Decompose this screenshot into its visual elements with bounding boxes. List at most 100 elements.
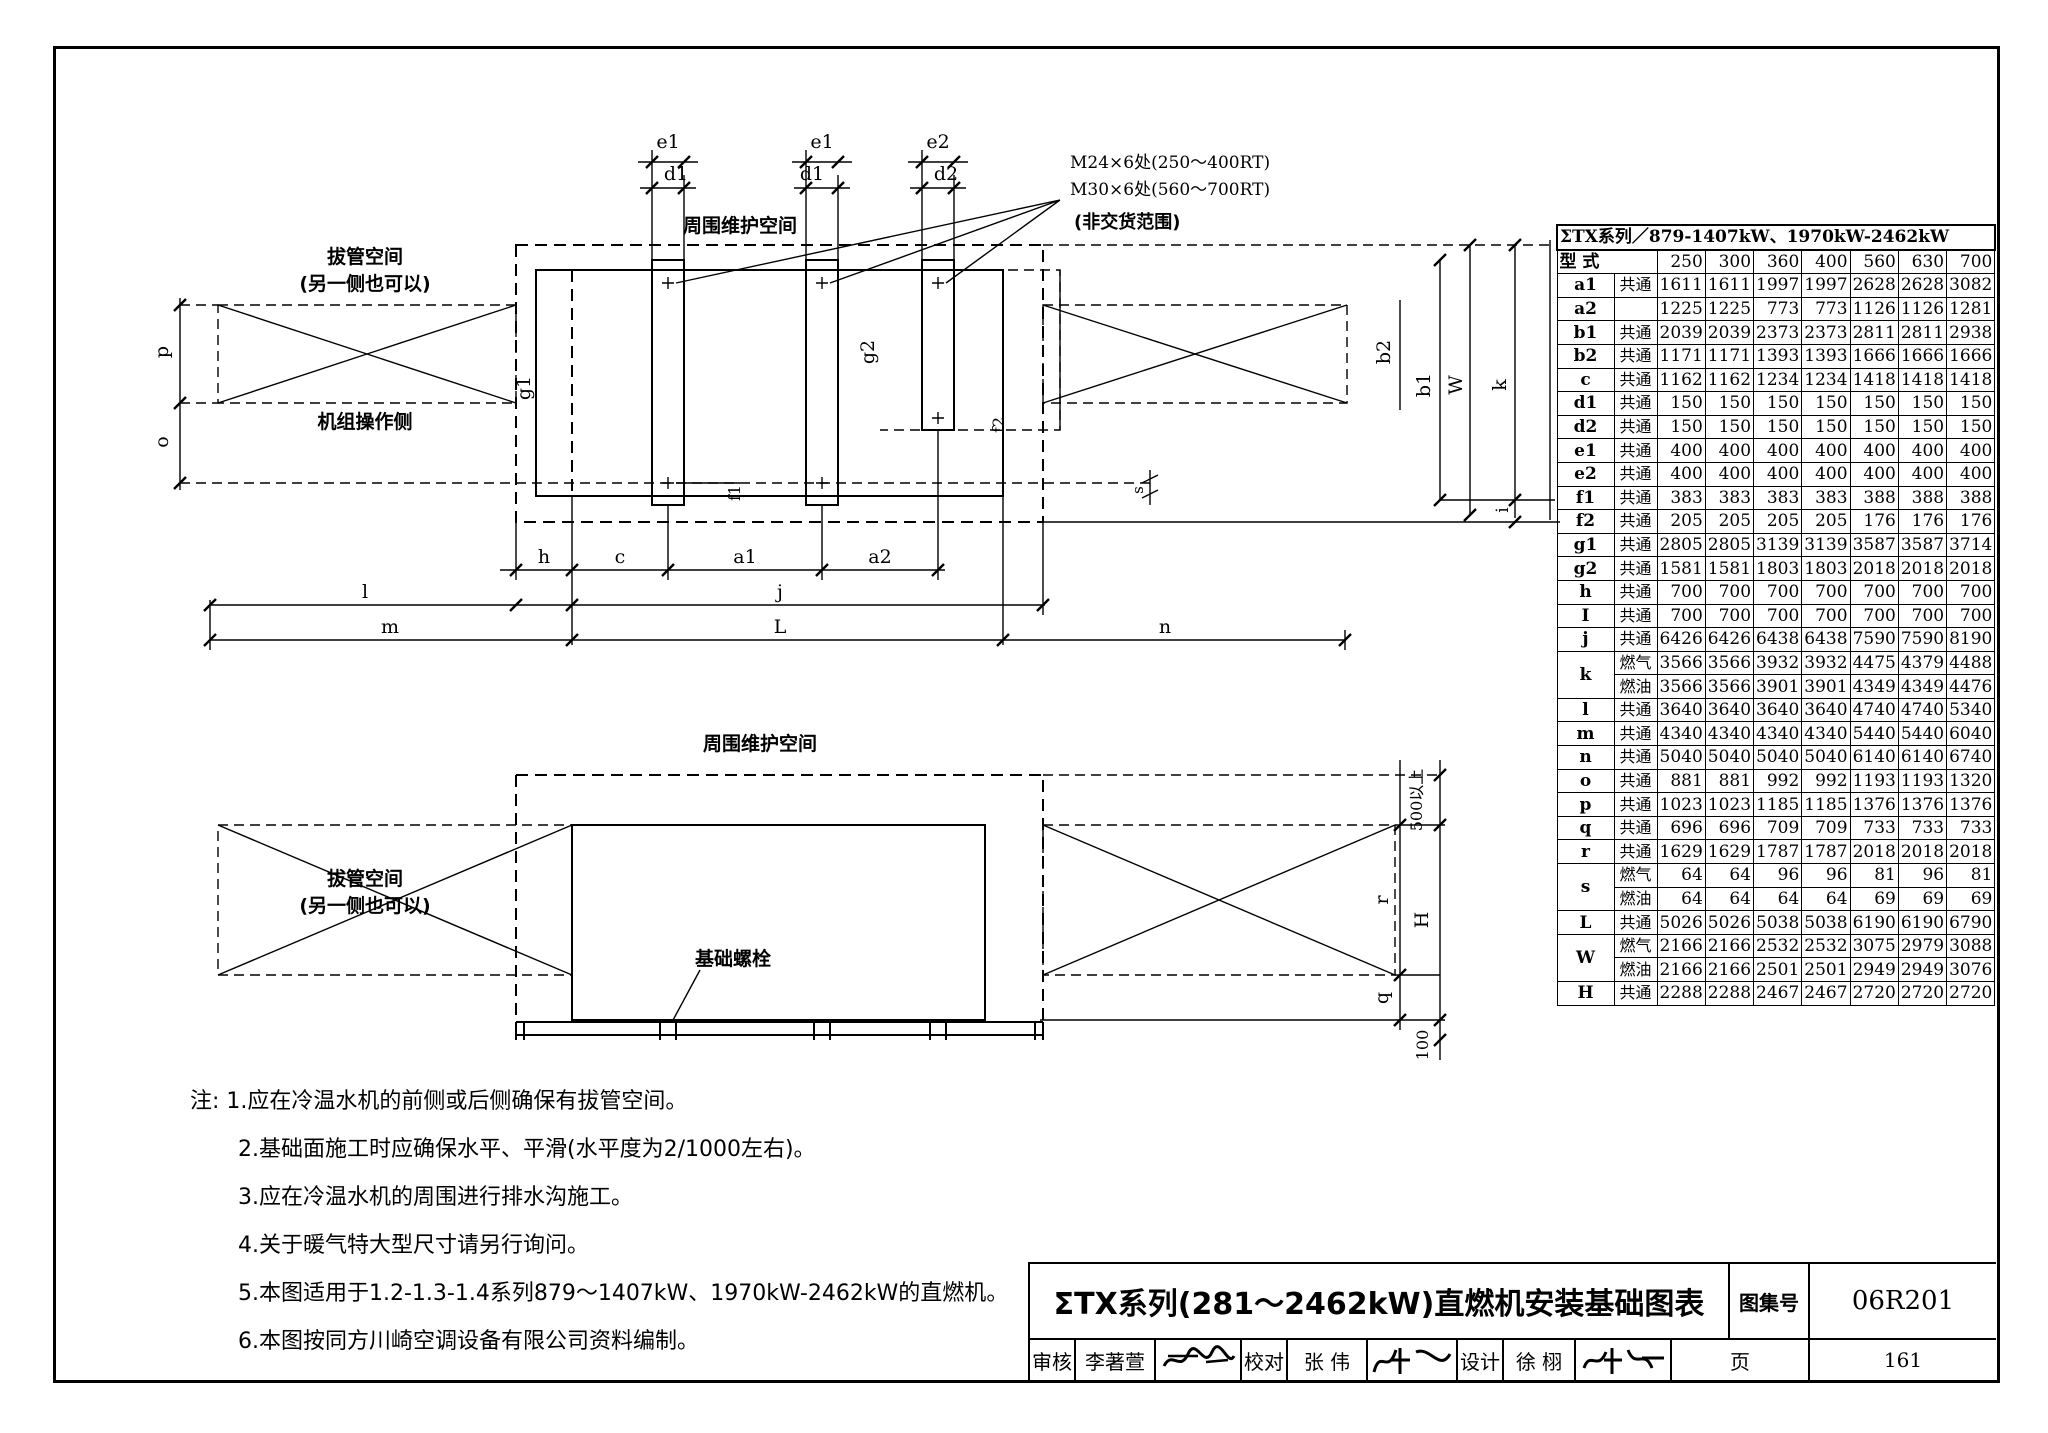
spec-value: 400 (1753, 438, 1803, 463)
spec-value: 4340 (1704, 721, 1755, 747)
note-5: 5.本图适用于1.2-1.3-1.4系列879～1407kW、1970kW-24… (238, 1281, 1009, 1306)
spec-value: 1418 (1849, 367, 1899, 393)
spec-value: 1666 (1897, 343, 1948, 369)
spec-type: 共通 (1613, 343, 1658, 369)
spec-value: 150 (1656, 391, 1706, 416)
spec-symbol: b2 (1556, 343, 1615, 369)
spec-value: 5040 (1704, 745, 1755, 770)
spec-type: 共通 (1613, 768, 1658, 794)
spec-value: 4488 (1946, 650, 1996, 676)
spec-value: 3566 (1656, 674, 1706, 699)
spec-value: 1787 (1801, 839, 1851, 865)
spec-value: 700 (1801, 579, 1851, 605)
spec-value: 1997 (1801, 273, 1851, 298)
top-dims (638, 150, 968, 260)
spec-value: 3566 (1656, 650, 1706, 676)
spec-value: 6040 (1946, 721, 1996, 747)
spec-value: 3075 (1849, 933, 1899, 959)
spec-value: 2628 (1849, 273, 1899, 298)
spec-value: 383 (1753, 485, 1803, 511)
spec-value: 733 (1946, 815, 1996, 841)
spec-value: 1666 (1946, 343, 1996, 369)
checker-name: 张 伟 (1288, 1340, 1368, 1380)
spec-value: 2018 (1849, 839, 1899, 865)
dim-H: H (1411, 912, 1433, 929)
spec-value: 1376 (1897, 792, 1948, 817)
spec-symbol: f2 (1556, 509, 1615, 534)
spec-value: 3587 (1897, 532, 1948, 558)
spec-value: 1666 (1849, 343, 1899, 369)
spec-type: 燃气 (1613, 863, 1658, 888)
design-label: 设计 (1458, 1340, 1504, 1380)
spec-value: 176 (1946, 509, 1996, 534)
spec-value: 1611 (1656, 273, 1706, 298)
spec-type: 共通 (1613, 367, 1658, 393)
spec-value: 6790 (1946, 910, 1996, 935)
spec-value: 3082 (1946, 273, 1996, 298)
spec-value: 150 (1801, 391, 1851, 416)
spec-value: 700 (1897, 579, 1948, 605)
dim-L: L (774, 616, 787, 638)
spec-value: 64 (1656, 863, 1706, 888)
dim-s: s (1129, 486, 1147, 494)
spec-value: 1611 (1704, 273, 1755, 298)
spec-value: 400 (1801, 438, 1851, 463)
spec-value: 6190 (1897, 910, 1948, 935)
spec-value: 992 (1801, 768, 1851, 794)
dim-f1: f1 (725, 485, 744, 501)
spec-value: 2949 (1897, 957, 1948, 982)
spec-model-560: 560 (1849, 249, 1899, 275)
spec-type: 共通 (1613, 839, 1658, 865)
spec-symbol: H (1556, 981, 1615, 1006)
spec-value: 81 (1849, 863, 1899, 888)
spec-value: 1376 (1946, 792, 1996, 817)
spec-value: 3932 (1753, 650, 1803, 676)
dim-500: 500以上 (1407, 769, 1426, 832)
dim-e1b: e1 (810, 131, 833, 153)
bolt-note-1: M24×6处(250～400RT) (1070, 153, 1270, 173)
spec-value: 383 (1704, 485, 1755, 511)
checker-signature (1368, 1340, 1458, 1380)
spec-value: 150 (1801, 414, 1851, 440)
spec-value: 2720 (1897, 981, 1948, 1006)
spec-value: 150 (1753, 414, 1803, 440)
spec-value: 400 (1897, 461, 1948, 487)
spec-value: 3932 (1801, 650, 1851, 676)
spec-value: 773 (1801, 296, 1851, 322)
elev-base (516, 1021, 1043, 1036)
spec-table-body: ΣTX系列／879-1407kW、1970kW-2462kW 型 式 250 3… (1556, 224, 1996, 1006)
spec-value: 400 (1656, 461, 1706, 487)
spec-symbol: d1 (1556, 391, 1615, 416)
elevation-labels: 周围维护空间 拔管空间 (另一侧也可以) 基础螺栓 500以上 r H q 10… (299, 732, 1433, 1060)
spec-value: 4740 (1897, 697, 1948, 723)
spec-value: 2166 (1656, 957, 1706, 982)
spec-value: 6740 (1946, 745, 1996, 770)
spec-model-400: 400 (1801, 249, 1851, 275)
spec-value: 5026 (1656, 910, 1706, 935)
spec-table: ΣTX系列／879-1407kW、1970kW-2462kW 型 式 250 3… (1556, 224, 1996, 1006)
spec-type: 共通 (1613, 579, 1658, 605)
spec-value: 96 (1897, 863, 1948, 888)
spec-value: 150 (1753, 391, 1803, 416)
dim-d2: d2 (934, 163, 958, 185)
spec-type: 共通 (1613, 981, 1658, 1006)
elev-right-cross (1042, 824, 1396, 976)
spec-value: 400 (1849, 438, 1899, 463)
dim-d1a: d1 (664, 163, 688, 185)
spec-value: 400 (1801, 461, 1851, 487)
spec-value: 2018 (1897, 839, 1948, 865)
spec-value: 81 (1946, 863, 1996, 888)
notes-prefix: 注: (190, 1089, 220, 1114)
spec-value: 3088 (1946, 933, 1996, 959)
spec-type: 共通 (1613, 603, 1658, 629)
spec-header-row: 型 式 250 300 360 400 560 630 700 (1556, 249, 1996, 275)
